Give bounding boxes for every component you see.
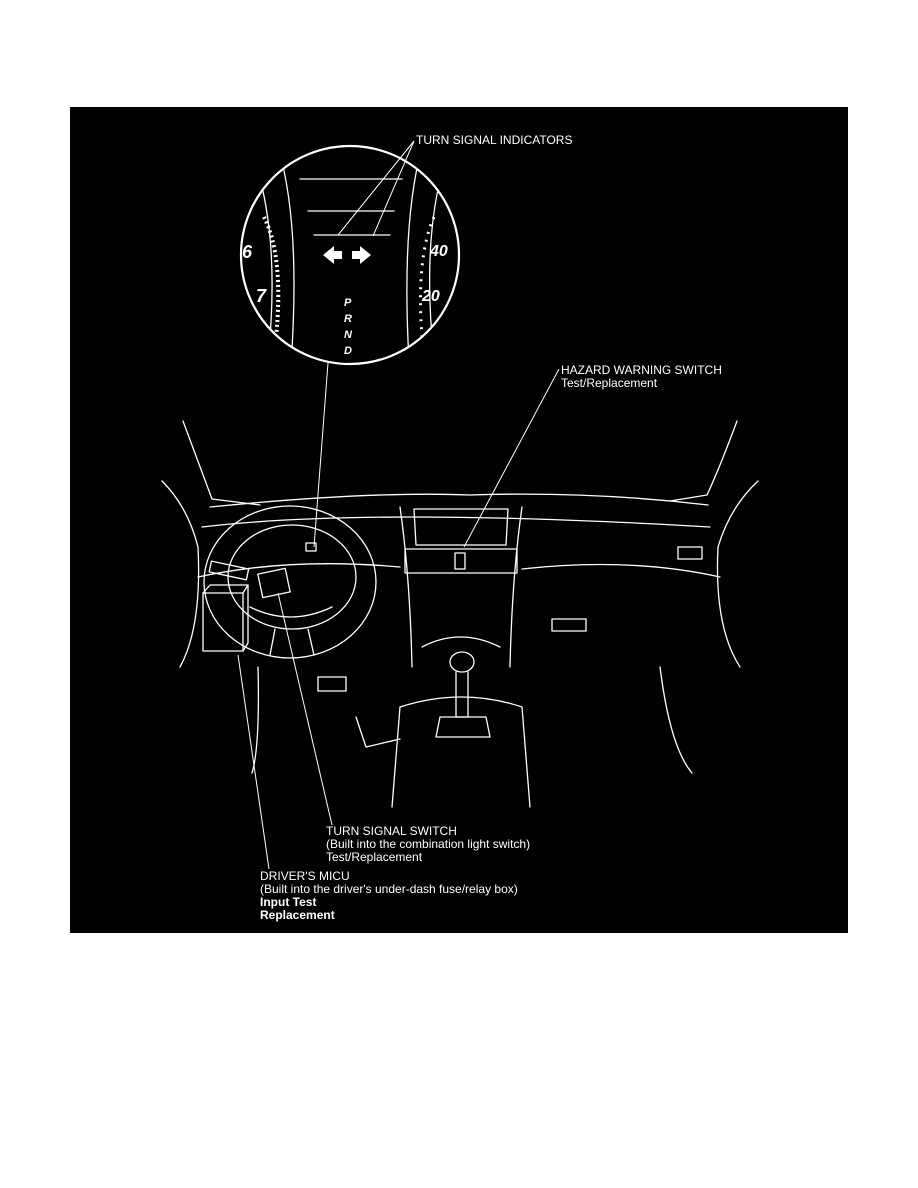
turn-signal-switch-title: TURN SIGNAL SWITCH [326,824,457,838]
speed-label-20: 20 [422,288,440,305]
dashboard-line-art [161,140,759,870]
micu-title: DRIVER'S MICU [260,869,350,883]
dashboard-diagram: 6 7 40 20 P R N D TURN SIGNAL INDICATORS… [70,107,848,933]
turn-signal-indicators-label: TURN SIGNAL INDICATORS [416,133,573,147]
gear-label-r: R [344,313,352,325]
speed-label-40: 40 [430,243,448,260]
gauge-cluster-callout [239,144,461,366]
micu-input-test: Input Test [260,895,317,909]
micu-replacement: Replacement [260,908,335,922]
dashboard-outline [161,420,759,808]
gear-label-n: N [344,329,352,341]
leader-lines [237,140,560,870]
gear-label-d: D [344,345,352,357]
rpm-label-7: 7 [256,286,267,306]
right-turn-arrow-icon [352,246,371,264]
hazard-switch-subtitle: Test/Replacement [561,376,658,390]
turn-signal-switch-note: (Built into the combination light switch… [326,837,531,851]
hazard-switch-title: HAZARD WARNING SWITCH [561,363,722,377]
turn-signal-switch-subtitle: Test/Replacement [326,850,423,864]
rpm-label-6: 6 [242,242,253,262]
gear-label-p: P [344,297,352,309]
micu-note: (Built into the driver's under-dash fuse… [260,882,518,896]
left-turn-arrow-icon [323,246,342,264]
